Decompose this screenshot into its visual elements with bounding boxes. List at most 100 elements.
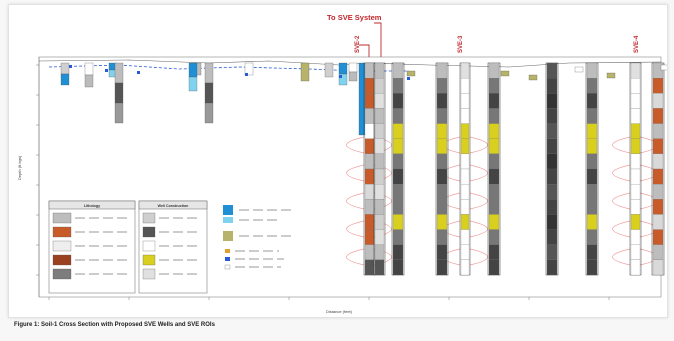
deep-borehole-5-seg-4	[488, 123, 500, 139]
deep-borehole-5-seg-3	[488, 108, 500, 124]
water-level-marker-4	[339, 75, 342, 78]
deep-borehole-8-seg-3	[630, 108, 641, 124]
shallow-borehole-5-seg-1	[204, 82, 214, 104]
deep-borehole-1-seg-8	[374, 184, 385, 200]
deep-borehole-1-seg-3	[374, 108, 385, 124]
deep-borehole-4-seg-10	[460, 214, 470, 230]
cross-section-figure: Depth (ft bgs) Distance (feet) To SVE Sy…	[17, 13, 667, 314]
deep-borehole-1-seg-11	[374, 229, 385, 245]
shallow-borehole-6-seg-0	[188, 62, 198, 78]
deep-borehole-3-seg-0	[436, 62, 448, 79]
deep-borehole-0-seg-10	[364, 214, 375, 230]
roi-arc-626-l-4	[612, 248, 631, 266]
deep-borehole-0-seg-0	[364, 62, 375, 79]
deep-borehole-9-seg-2	[652, 93, 664, 109]
deep-borehole-5-seg-2	[488, 93, 500, 109]
deep-borehole-0-seg-8	[364, 184, 375, 200]
deep-borehole-6-seg-5	[546, 138, 558, 154]
deep-borehole-7-seg-0	[586, 62, 598, 79]
deep-borehole-8-seg-6	[630, 153, 641, 170]
deep-borehole-3-seg-10	[436, 214, 448, 230]
deep-borehole-8-seg-8	[630, 184, 641, 200]
roi-arc-456-r-1	[469, 164, 488, 182]
deep-borehole-0-seg-1	[364, 78, 375, 94]
deep-borehole-6-seg-8	[546, 184, 558, 200]
deep-borehole-6-seg-0	[546, 62, 558, 79]
deep-borehole-1-seg-10	[374, 214, 385, 230]
deep-borehole-3-seg-4	[436, 123, 448, 139]
deep-borehole-1-seg-1	[374, 78, 385, 94]
deep-borehole-8-seg-2	[630, 93, 641, 109]
deep-borehole-6-seg-3	[546, 108, 558, 124]
deep-borehole-7-seg-8	[586, 184, 598, 200]
water-level-marker-2	[137, 71, 140, 74]
roi-arc-626-l-1	[612, 164, 631, 182]
deep-borehole-7-seg-9	[586, 199, 598, 215]
deep-borehole-3-seg-11	[436, 229, 448, 245]
deep-borehole-3-seg-12	[436, 244, 448, 260]
water-level-marker-5	[407, 77, 410, 80]
deep-borehole-2-seg-10	[392, 214, 404, 230]
deep-borehole-9-seg-9	[652, 199, 664, 215]
deep-borehole-5-seg-9	[488, 199, 500, 215]
roi-arc-456-r-4	[469, 248, 488, 266]
deep-borehole-0-seg-6	[364, 153, 375, 170]
figure-caption: Figure 1: Soil-1 Cross Section with Prop…	[14, 322, 215, 328]
deep-borehole-8-seg-0	[630, 62, 641, 79]
shallow-borehole-9-seg-0	[324, 62, 334, 78]
roi-arc-626-l-2	[612, 192, 631, 210]
deep-borehole-5-seg-8	[488, 184, 500, 200]
deep-borehole-1-seg-12	[374, 244, 385, 260]
deep-borehole-9-seg-7	[652, 168, 664, 185]
deep-borehole-3-seg-1	[436, 78, 448, 94]
shallow-borehole-10-seg-0	[338, 62, 348, 75]
deep-borehole-8-seg-4	[630, 123, 641, 139]
deep-borehole-2-seg-6	[392, 153, 404, 170]
deep-borehole-9-seg-5	[652, 138, 664, 154]
y-axis	[36, 57, 40, 297]
deep-borehole-4-seg-13	[460, 259, 470, 276]
shallow-borehole-5-seg-0	[204, 62, 214, 84]
deep-borehole-2-seg-5	[392, 138, 404, 154]
deep-borehole-8-seg-13	[630, 259, 641, 276]
deep-borehole-5-seg-6	[488, 153, 500, 170]
deep-borehole-1-seg-9	[374, 199, 385, 215]
deep-borehole-4-seg-7	[460, 168, 470, 185]
deep-borehole-7-seg-5	[586, 138, 598, 154]
deep-borehole-8-seg-12	[630, 244, 641, 260]
shallow-borehole-5-seg-2	[204, 102, 214, 124]
roi-arc-360-l-0	[346, 136, 365, 154]
sve-4-label: SVE-4	[634, 35, 640, 53]
surface-marker-0	[406, 70, 416, 77]
deep-borehole-4-seg-4	[460, 123, 470, 139]
deep-borehole-2-seg-8	[392, 184, 404, 200]
roi-arc-360-l-1	[346, 164, 365, 182]
deep-borehole-4-seg-0	[460, 62, 470, 79]
deep-borehole-2-seg-0	[392, 62, 404, 79]
deep-borehole-2-seg-13	[392, 259, 404, 276]
to-sve-system-label: To SVE System	[327, 13, 382, 22]
deep-borehole-2-seg-1	[392, 78, 404, 94]
deep-borehole-7-seg-2	[586, 93, 598, 109]
deep-borehole-7-seg-7	[586, 168, 598, 185]
deep-borehole-0-seg-12	[364, 244, 375, 260]
deep-borehole-6-seg-13	[546, 259, 558, 276]
shallow-borehole-3-seg-1	[114, 82, 124, 104]
deep-borehole-3-seg-7	[436, 168, 448, 185]
deep-borehole-5-seg-5	[488, 138, 500, 154]
deep-borehole-5-seg-0	[488, 62, 500, 79]
shallow-borehole-1-seg-1	[84, 74, 94, 88]
deep-borehole-9-seg-4	[652, 123, 664, 139]
deep-borehole-0-seg-2	[364, 93, 375, 109]
deep-borehole-2-seg-2	[392, 93, 404, 109]
deep-borehole-5-seg-12	[488, 244, 500, 260]
lithology-legend-title: Lithology	[84, 204, 100, 208]
deep-borehole-6-seg-10	[546, 214, 558, 230]
deep-borehole-9-seg-6	[652, 153, 664, 170]
deep-borehole-9-seg-11	[652, 229, 664, 245]
voc-legend	[223, 205, 294, 270]
sve-pipe-line	[359, 44, 370, 57]
deep-borehole-4-seg-9	[460, 199, 470, 215]
deep-borehole-3-seg-8	[436, 184, 448, 200]
